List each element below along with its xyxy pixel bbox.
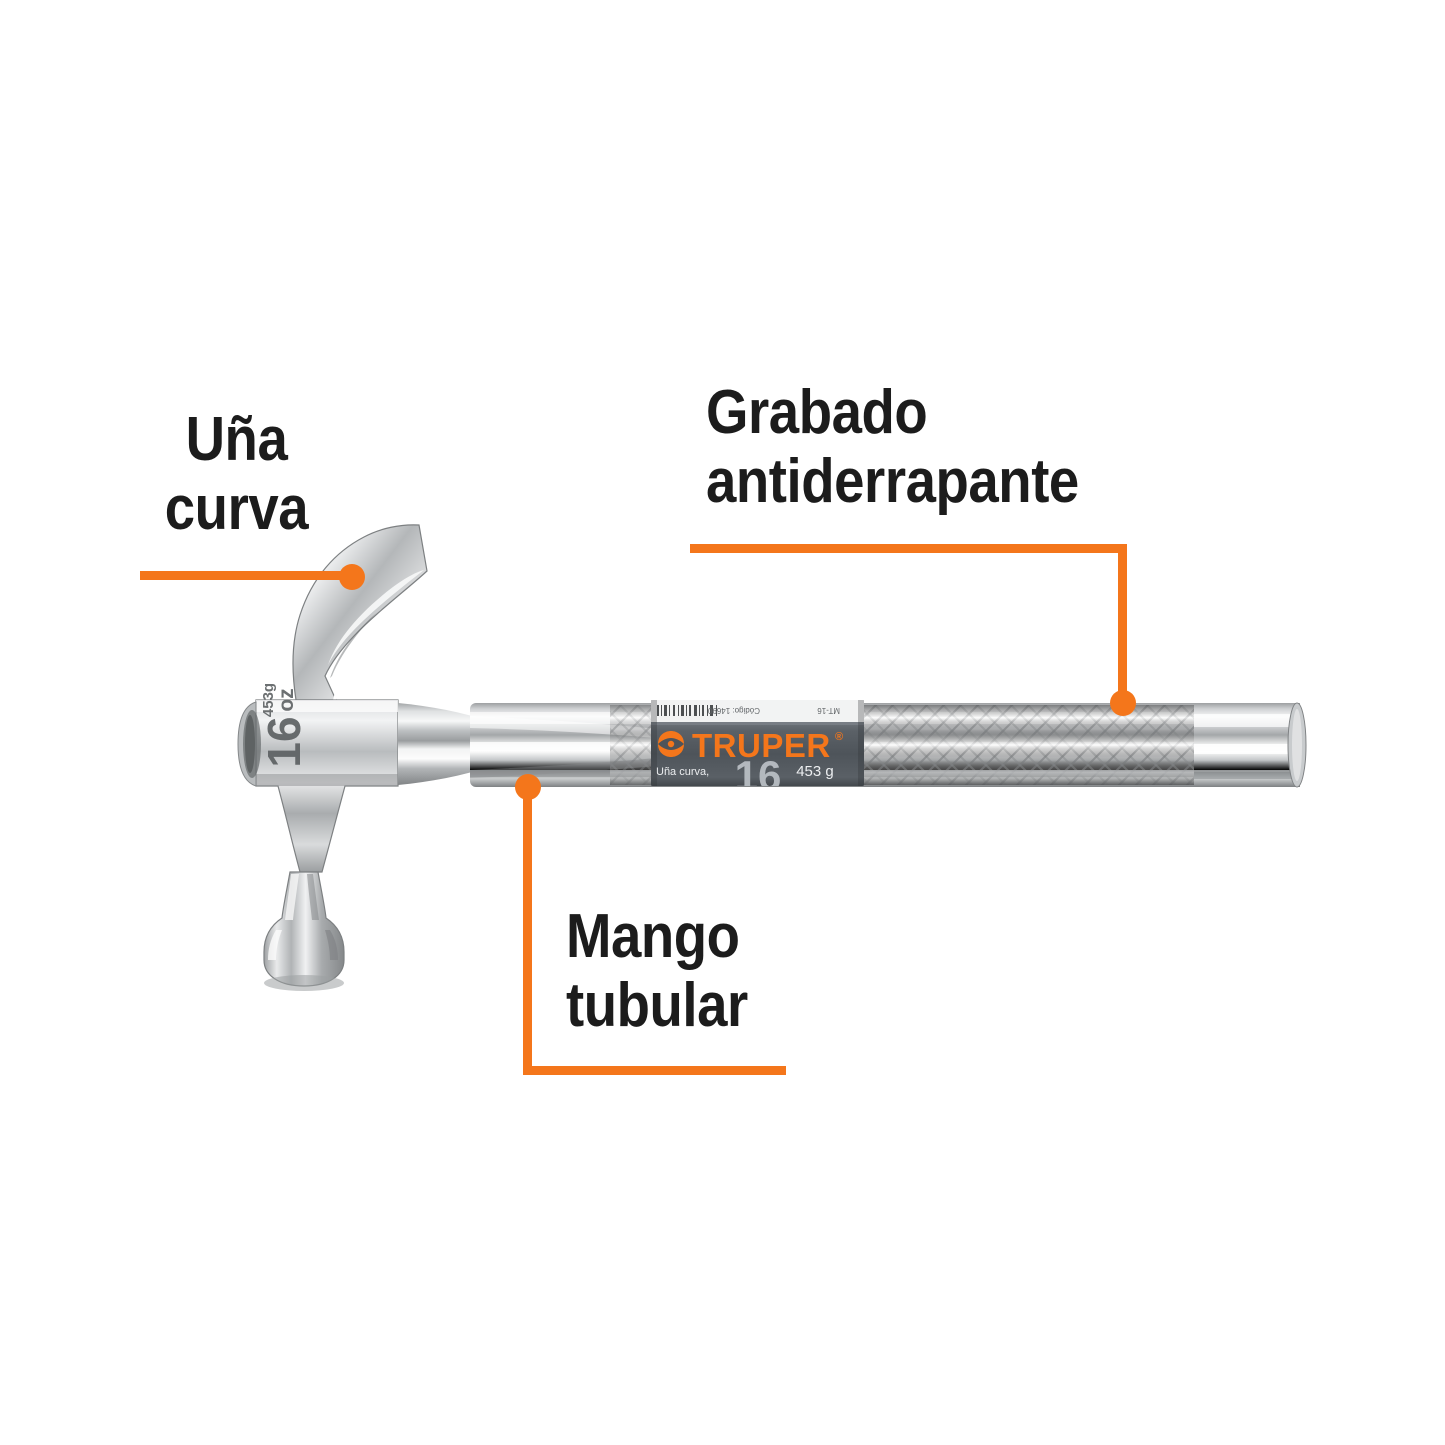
tubular-handle	[470, 703, 1300, 787]
leader-dot-una-curva	[339, 564, 365, 590]
claw	[292, 524, 428, 701]
barcode-icon: Código: 14690 MT-16	[657, 705, 840, 716]
label-weight: 453 g	[796, 763, 834, 780]
head-stamp-weight: 453g	[260, 683, 277, 717]
head-stamp-group: 16 453g oz	[258, 683, 310, 768]
claw-guide	[298, 527, 430, 700]
head-stamp-size: 16	[258, 716, 310, 767]
label-description: Uña curva,	[656, 766, 709, 778]
leader-line-mango-horizontal	[523, 1066, 786, 1075]
label-size: 16	[735, 752, 782, 799]
callout-label-grabado-antiderrapante: Grabado antiderrapante	[706, 378, 1079, 517]
truper-logo-icon	[658, 731, 684, 757]
hammer-head-body	[255, 699, 399, 873]
product-label: Código: 14690 MT-16 TRUPER ® Uña curva, …	[651, 700, 864, 799]
callout-label-mango-tubular: Mango tubular	[566, 902, 748, 1041]
neck-flare	[398, 703, 492, 785]
label-brand: TRUPER	[692, 727, 831, 764]
leader-line-mango-vertical	[523, 787, 532, 1075]
label-brand-mark: ®	[835, 731, 843, 743]
head-stamp-unit: oz	[275, 688, 298, 711]
anti-slip-grip-texture	[610, 705, 1194, 785]
leader-dot-grabado	[1110, 690, 1136, 716]
leader-line-grabado-horizontal	[690, 544, 1127, 553]
leader-line-grabado-vertical	[1118, 544, 1127, 701]
callout-label-una-curva: Uña curva	[164, 405, 309, 544]
striking-face	[263, 871, 345, 987]
leader-line-una-curva	[140, 571, 355, 580]
label-code: Código: 14690	[707, 706, 760, 715]
label-model: MT-16	[817, 706, 840, 715]
